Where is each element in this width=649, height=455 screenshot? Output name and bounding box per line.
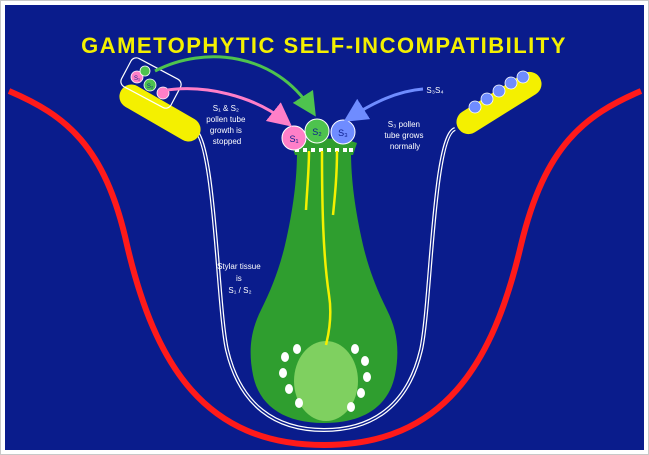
anther-pollen-grain	[517, 71, 529, 83]
arrow-blue	[351, 89, 423, 117]
right-genotype-label: S₃S₄	[426, 86, 443, 95]
stigma-pollen-label-s2: S₂	[312, 127, 322, 137]
anther-pollen-grain	[493, 85, 505, 97]
diagram-title: GAMETOPHYTIC SELF-INCOMPATIBILITY	[81, 33, 567, 58]
anther-pollen-grain	[469, 101, 481, 113]
anther-pollen-grain	[140, 66, 150, 76]
stigma-pollen-label-s3: S₃	[338, 128, 348, 138]
left-note: S₁ & S₂ pollen tube growth is stopped	[206, 104, 247, 146]
stigma-pollen-label-s1: S₁	[289, 134, 298, 144]
self-incompatibility-diagram: GAMETOPHYTIC SELF-INCOMPATIBILITY S₁ S₂	[5, 5, 644, 450]
diagram-panel: GAMETOPHYTIC SELF-INCOMPATIBILITY S₁ S₂	[5, 5, 644, 450]
right-note: S₃ pollen tube grows normally	[384, 120, 425, 151]
style-note: Stylar tissue is S₁ / S₂	[217, 262, 263, 295]
anther-pollen-grain	[481, 93, 493, 105]
pollen-label-s2: S₂	[147, 84, 154, 90]
arrow-green	[155, 57, 311, 109]
right-anther	[452, 67, 546, 138]
anther-pollen-grain	[505, 77, 517, 89]
pollen-label-s1: S₁	[134, 76, 140, 82]
